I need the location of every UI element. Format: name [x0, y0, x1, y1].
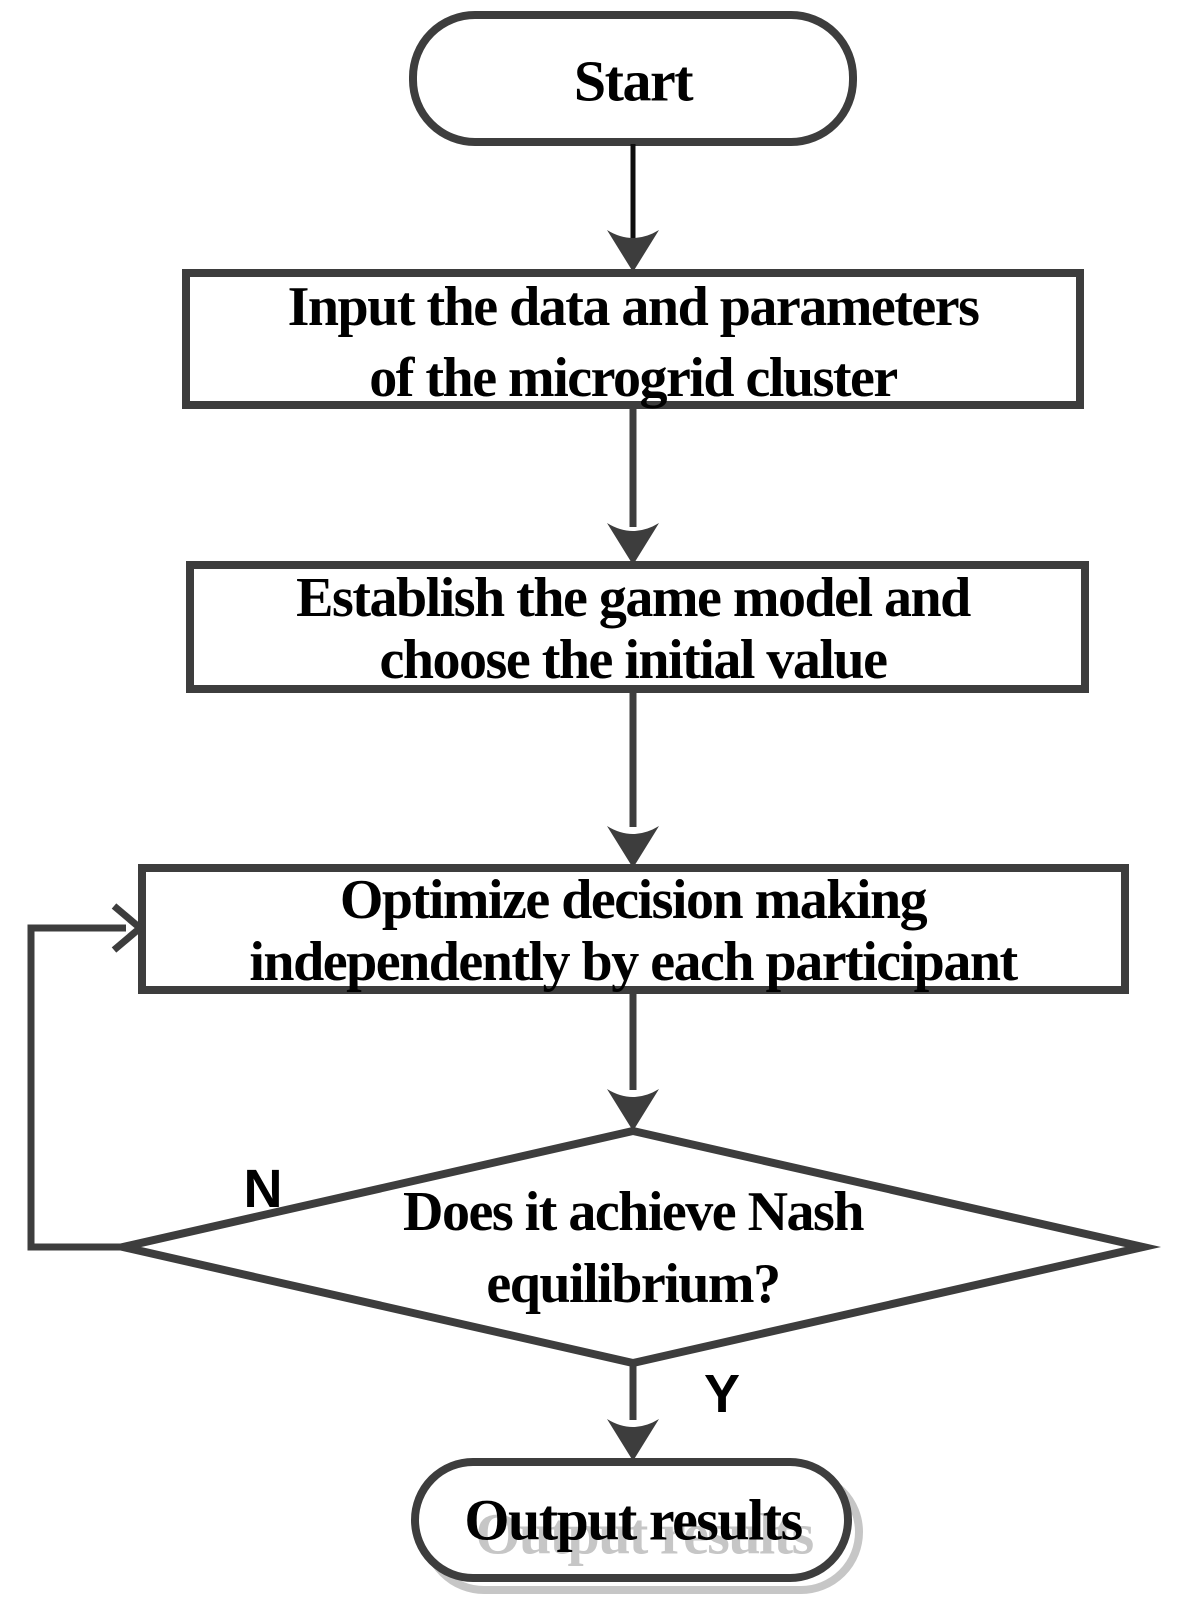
arrow-start-to-input	[607, 144, 659, 272]
establish-label-line1: Establish the game model and	[296, 567, 971, 629]
arrow-input-to-establish	[607, 405, 659, 565]
arrow-decision-to-output: Y	[607, 1363, 740, 1461]
optimize-process-shape	[138, 864, 1129, 994]
start-label: Start	[574, 49, 694, 114]
optimize-label-line2: independently by each participant	[249, 931, 1018, 993]
arrow-down-icon	[607, 230, 659, 272]
decision-label-line1: Does it achieve Nash	[403, 1181, 864, 1243]
output-label: Output results	[464, 1488, 802, 1553]
arrow-down-icon	[607, 1089, 659, 1131]
arrow-down-icon	[607, 523, 659, 565]
decision-label-line2: equilibrium?	[486, 1253, 779, 1315]
arrow-right-icon	[111, 903, 146, 953]
output-terminator-shape	[411, 1458, 852, 1582]
edge-label-yes: Y	[704, 1364, 740, 1424]
arrow-down-icon	[607, 1419, 659, 1461]
establish-process-shape	[186, 561, 1089, 693]
optimize-label-line1: Optimize decision making	[340, 869, 928, 931]
edge-label-no: N	[244, 1159, 283, 1219]
node-input: Input the data and parameters of the mic…	[182, 269, 1084, 409]
input-process-shape	[182, 269, 1084, 409]
loop-line	[27, 924, 126, 1251]
node-establish: Establish the game model and choose the …	[186, 561, 1089, 693]
node-output: Output results Output results	[411, 1458, 863, 1594]
establish-label-line2: choose the initial value	[380, 629, 888, 691]
node-start: Start	[409, 11, 857, 146]
arrow-down-icon	[607, 826, 659, 868]
output-label-shadow: Output results	[475, 1502, 813, 1567]
arrow-establish-to-optimize	[607, 689, 659, 868]
input-label-line2: of the microgrid cluster	[369, 347, 897, 409]
arrow-optimize-to-decision	[607, 990, 659, 1131]
edge-no-loop: N	[27, 903, 283, 1251]
node-optimize: Optimize decision making independently b…	[138, 864, 1129, 994]
start-terminator-shape	[409, 11, 857, 146]
input-label-line1: Input the data and parameters	[288, 276, 979, 338]
